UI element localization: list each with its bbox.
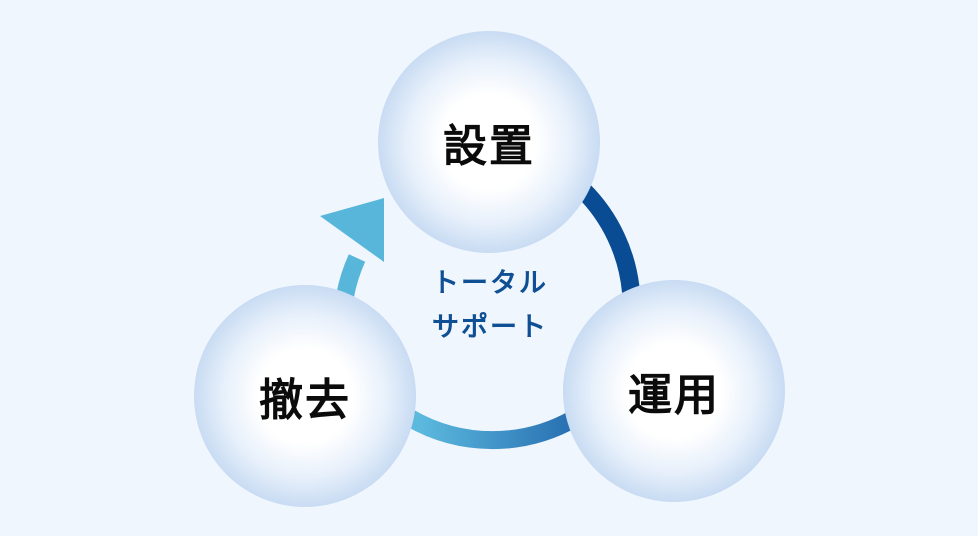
- arc-removal-to-setup: [336, 254, 366, 298]
- node-removal-label: 撤去: [259, 375, 351, 426]
- center-label-line-2: サポート: [432, 312, 548, 343]
- node-operation: 運用: [563, 280, 785, 502]
- center-label-line-1: トータル: [432, 268, 548, 299]
- arc-operation-to-removal: [405, 410, 580, 450]
- node-setup-label: 設置: [443, 121, 535, 172]
- node-operation-label: 運用: [628, 370, 720, 421]
- arc-setup-to-operation: [576, 183, 640, 293]
- center-label: トータル サポート: [400, 262, 580, 350]
- arrowhead: [320, 198, 384, 262]
- node-setup: 設置: [378, 31, 600, 253]
- node-removal: 撤去: [194, 285, 416, 507]
